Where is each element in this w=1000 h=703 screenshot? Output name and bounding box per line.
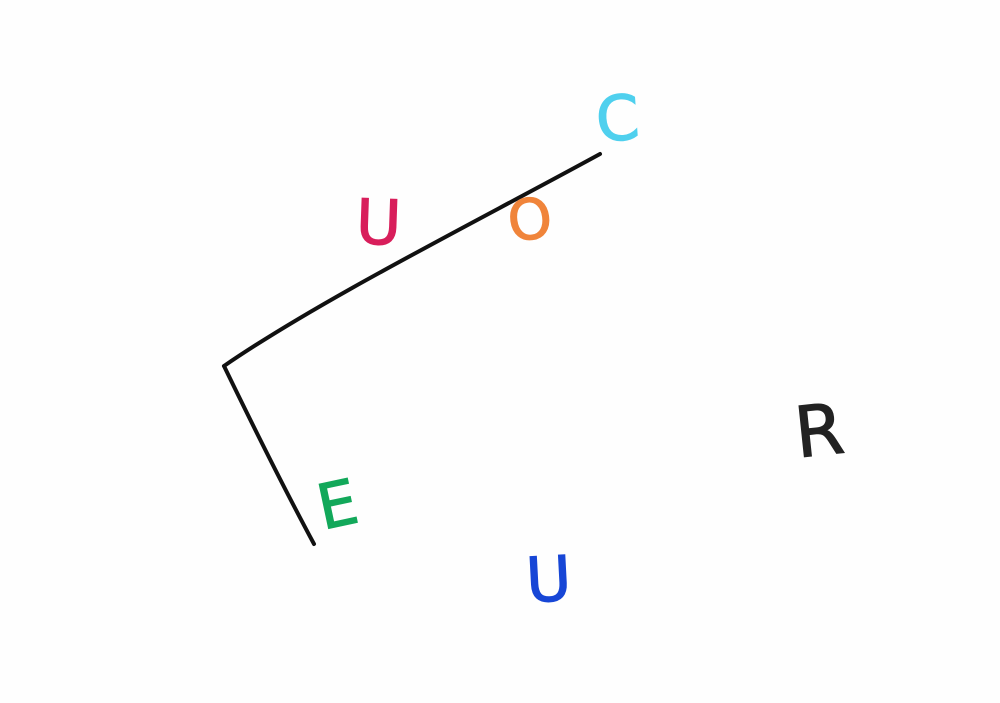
- letter-u-lower: U: [523, 541, 574, 618]
- upper-stroke-line: [222, 152, 602, 368]
- letter-o: O: [503, 185, 557, 257]
- letter-r: R: [790, 387, 848, 475]
- letter-u-upper: U: [354, 185, 403, 261]
- lower-stroke-line: [222, 364, 316, 546]
- letter-c: C: [593, 80, 642, 157]
